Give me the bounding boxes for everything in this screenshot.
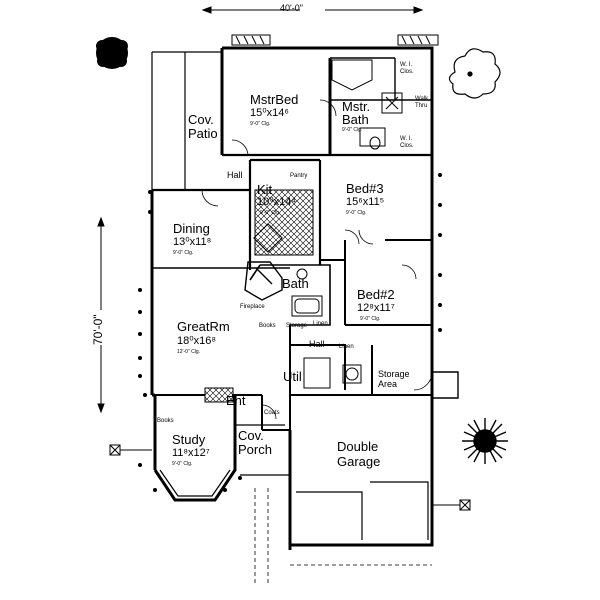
room-bed2-dim: 12⁸x11⁷ (357, 302, 395, 314)
master-bath-fixtures (331, 59, 403, 150)
room-cov-porch: Cov. Porch (238, 428, 272, 457)
room-dining-ceiling: 9'-0" Clg. (173, 250, 194, 256)
room-double-garage: Double Garage (337, 439, 381, 469)
room-kitchen: Kit (257, 182, 273, 197)
label-linen-lower: Linen (339, 344, 354, 350)
room-bed2-ceiling: 9'-0" Clg. (360, 316, 381, 322)
width-dimension-line (201, 6, 424, 14)
label-storage: Storage (286, 323, 308, 329)
tree-dark-icon (96, 37, 128, 69)
fireplace-symbol (244, 261, 283, 301)
meter-left-icon (109, 444, 152, 456)
room-study: Study (172, 432, 206, 447)
room-bed3-ceiling: 9'-0" Clg. (346, 210, 367, 216)
room-master-bed-ceiling: 9'-0" Clg. (250, 121, 271, 127)
label-books-great: Books (259, 323, 276, 329)
depth-dimension-line (97, 216, 105, 414)
room-hall-lower: Hall (309, 339, 325, 349)
walls (150, 46, 459, 550)
entry-tile (204, 387, 234, 403)
room-great-room-ceiling: 12'-0" Clg. (177, 349, 201, 355)
room-study-dim: 11⁸x12⁷ (172, 447, 210, 459)
room-kitchen-ceiling: 9'-0" Clg. (260, 210, 281, 216)
room-util: Util (283, 369, 302, 384)
room-great-room-dim: 18⁰x16⁸ (177, 335, 217, 347)
room-ent: Ent (226, 393, 246, 408)
room-storage-area: Storage Area (378, 369, 410, 389)
bath-fixtures (291, 268, 362, 389)
overall-width-label: 40'-0" (280, 3, 303, 13)
label-books-study: Books (157, 418, 174, 424)
tree-outline-icon (448, 48, 501, 99)
room-study-ceiling: 9'-0" Clg. (172, 461, 193, 467)
room-kitchen-dim: 10⁰x14⁴ (257, 196, 297, 208)
room-great-room: GreatRm (177, 319, 230, 334)
room-hall-upper: Hall (227, 170, 243, 180)
room-master-bath: Mstr. Bath (342, 99, 371, 127)
label-pantry: Pantry (290, 173, 308, 179)
room-dining-dim: 13⁰x11⁸ (173, 236, 212, 248)
overall-depth-label: 70'-0" (91, 314, 105, 345)
room-cov-patio: Cov. Patio (188, 112, 218, 141)
room-dining: Dining (173, 221, 210, 236)
label-walk-thru: Walk Thru (415, 96, 429, 109)
shrub-icon (462, 418, 508, 464)
meter-right-icon (432, 499, 471, 511)
label-wi-clos-top: W. I. Clos. (400, 62, 414, 75)
room-bath: Bath (282, 276, 309, 291)
room-bed3-dim: 15⁶x11⁵ (346, 196, 385, 208)
driveway (254, 488, 432, 585)
door-swings (201, 99, 433, 420)
label-fireplace: Fireplace (240, 304, 265, 310)
fence-top (231, 34, 439, 46)
label-wi-clos-bottom: W. I. Clos. (400, 136, 414, 149)
room-master-bath-ceiling: 9'-0" Clg. (342, 127, 363, 133)
room-master-bed-dim: 15⁰x14⁶ (250, 107, 289, 119)
kitchen-island (253, 189, 314, 256)
label-linen-upper: Linen (313, 321, 328, 327)
label-coats: Coats (264, 410, 280, 416)
room-bed3: Bed#3 (346, 181, 384, 196)
planting-left (138, 173, 442, 492)
room-bed2: Bed#2 (357, 287, 395, 302)
room-master-bed: MstrBed (250, 92, 299, 107)
